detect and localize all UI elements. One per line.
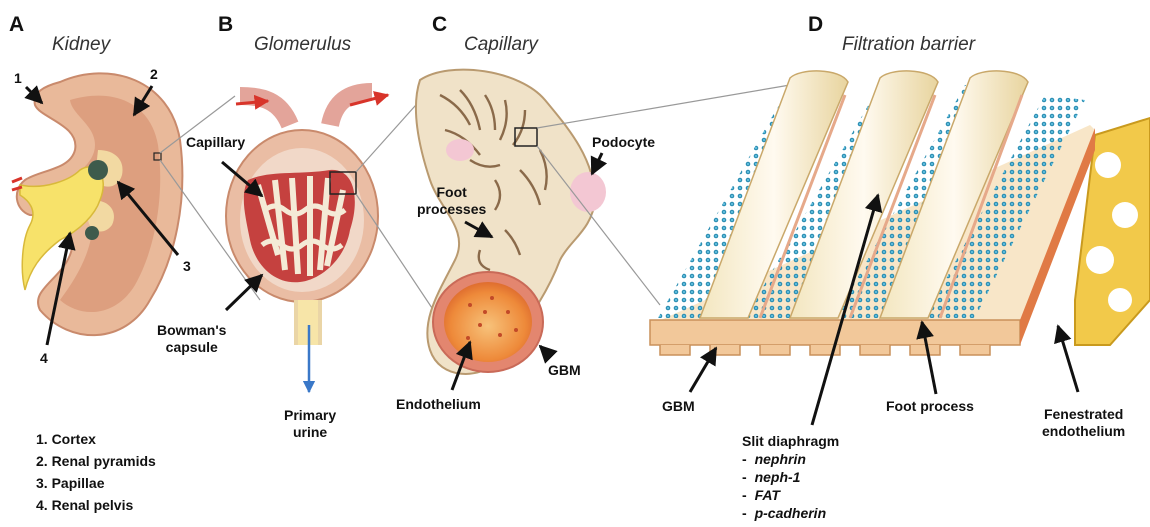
- kidney-legend: 1. Cortex 2. Renal pyramids 3. Papillae …: [36, 428, 156, 516]
- legend-item: 3. Papillae: [36, 472, 156, 494]
- gbm-d-arrow: [690, 348, 716, 392]
- label-foot-process: Foot process: [886, 398, 974, 415]
- bowmans-arrow: [226, 275, 262, 310]
- legend-item: 1. Cortex: [36, 428, 156, 450]
- slit-diaphragm-block: Slit diaphragm - nephrin - neph-1 - FAT …: [742, 432, 839, 522]
- label-gbm-filtration: GBM: [662, 398, 695, 415]
- label-primary-urine: Primary urine: [284, 407, 336, 441]
- label-podocyte: Podocyte: [592, 134, 655, 151]
- glomerulus-illustration: [226, 92, 388, 392]
- kidney-number-2: 2: [150, 66, 158, 82]
- kidney-number-1: 1: [14, 70, 22, 86]
- label-capillary: Capillary: [186, 134, 245, 151]
- panel-title-glomerulus: Glomerulus: [254, 34, 351, 56]
- panel-title-capillary: Capillary: [464, 34, 538, 56]
- slit-diaphragm-item: - p-cadherin: [742, 504, 839, 522]
- zoom-line: [537, 85, 790, 128]
- label-endothelium: Endothelium: [396, 396, 481, 413]
- slit-diaphragm-item: - nephrin: [742, 450, 839, 468]
- gbm-c-arrow: [540, 346, 550, 356]
- slit-diaphragm-title: Slit diaphragm: [742, 432, 839, 450]
- panel-letter-a: A: [9, 13, 24, 37]
- label-bowmans-capsule: Bowman's capsule: [157, 322, 226, 356]
- panel-title-filtration-barrier: Filtration barrier: [842, 34, 975, 56]
- legend-item: 4. Renal pelvis: [36, 494, 156, 516]
- legend-item: 2. Renal pyramids: [36, 450, 156, 472]
- panel-title-kidney: Kidney: [52, 34, 110, 56]
- kidney-number-3: 3: [183, 258, 191, 274]
- panel-letter-b: B: [218, 13, 233, 37]
- kidney-illustration: [12, 73, 182, 335]
- panel-letter-d: D: [808, 13, 823, 37]
- slit-diaphragm-item: - FAT: [742, 486, 839, 504]
- label-fenestrated-endothelium: Fenestrated endothelium: [1042, 406, 1125, 440]
- podocyte-arrow: [592, 153, 602, 174]
- panel-letter-c: C: [432, 13, 447, 37]
- filtration-barrier-illustration: [650, 71, 1150, 355]
- capillary-illustration: [416, 70, 606, 374]
- label-gbm-capillary: GBM: [548, 362, 581, 379]
- kidney-number-4: 4: [40, 350, 48, 366]
- slit-diaphragm-item: - neph-1: [742, 468, 839, 486]
- label-foot-processes: Foot processes: [417, 184, 486, 218]
